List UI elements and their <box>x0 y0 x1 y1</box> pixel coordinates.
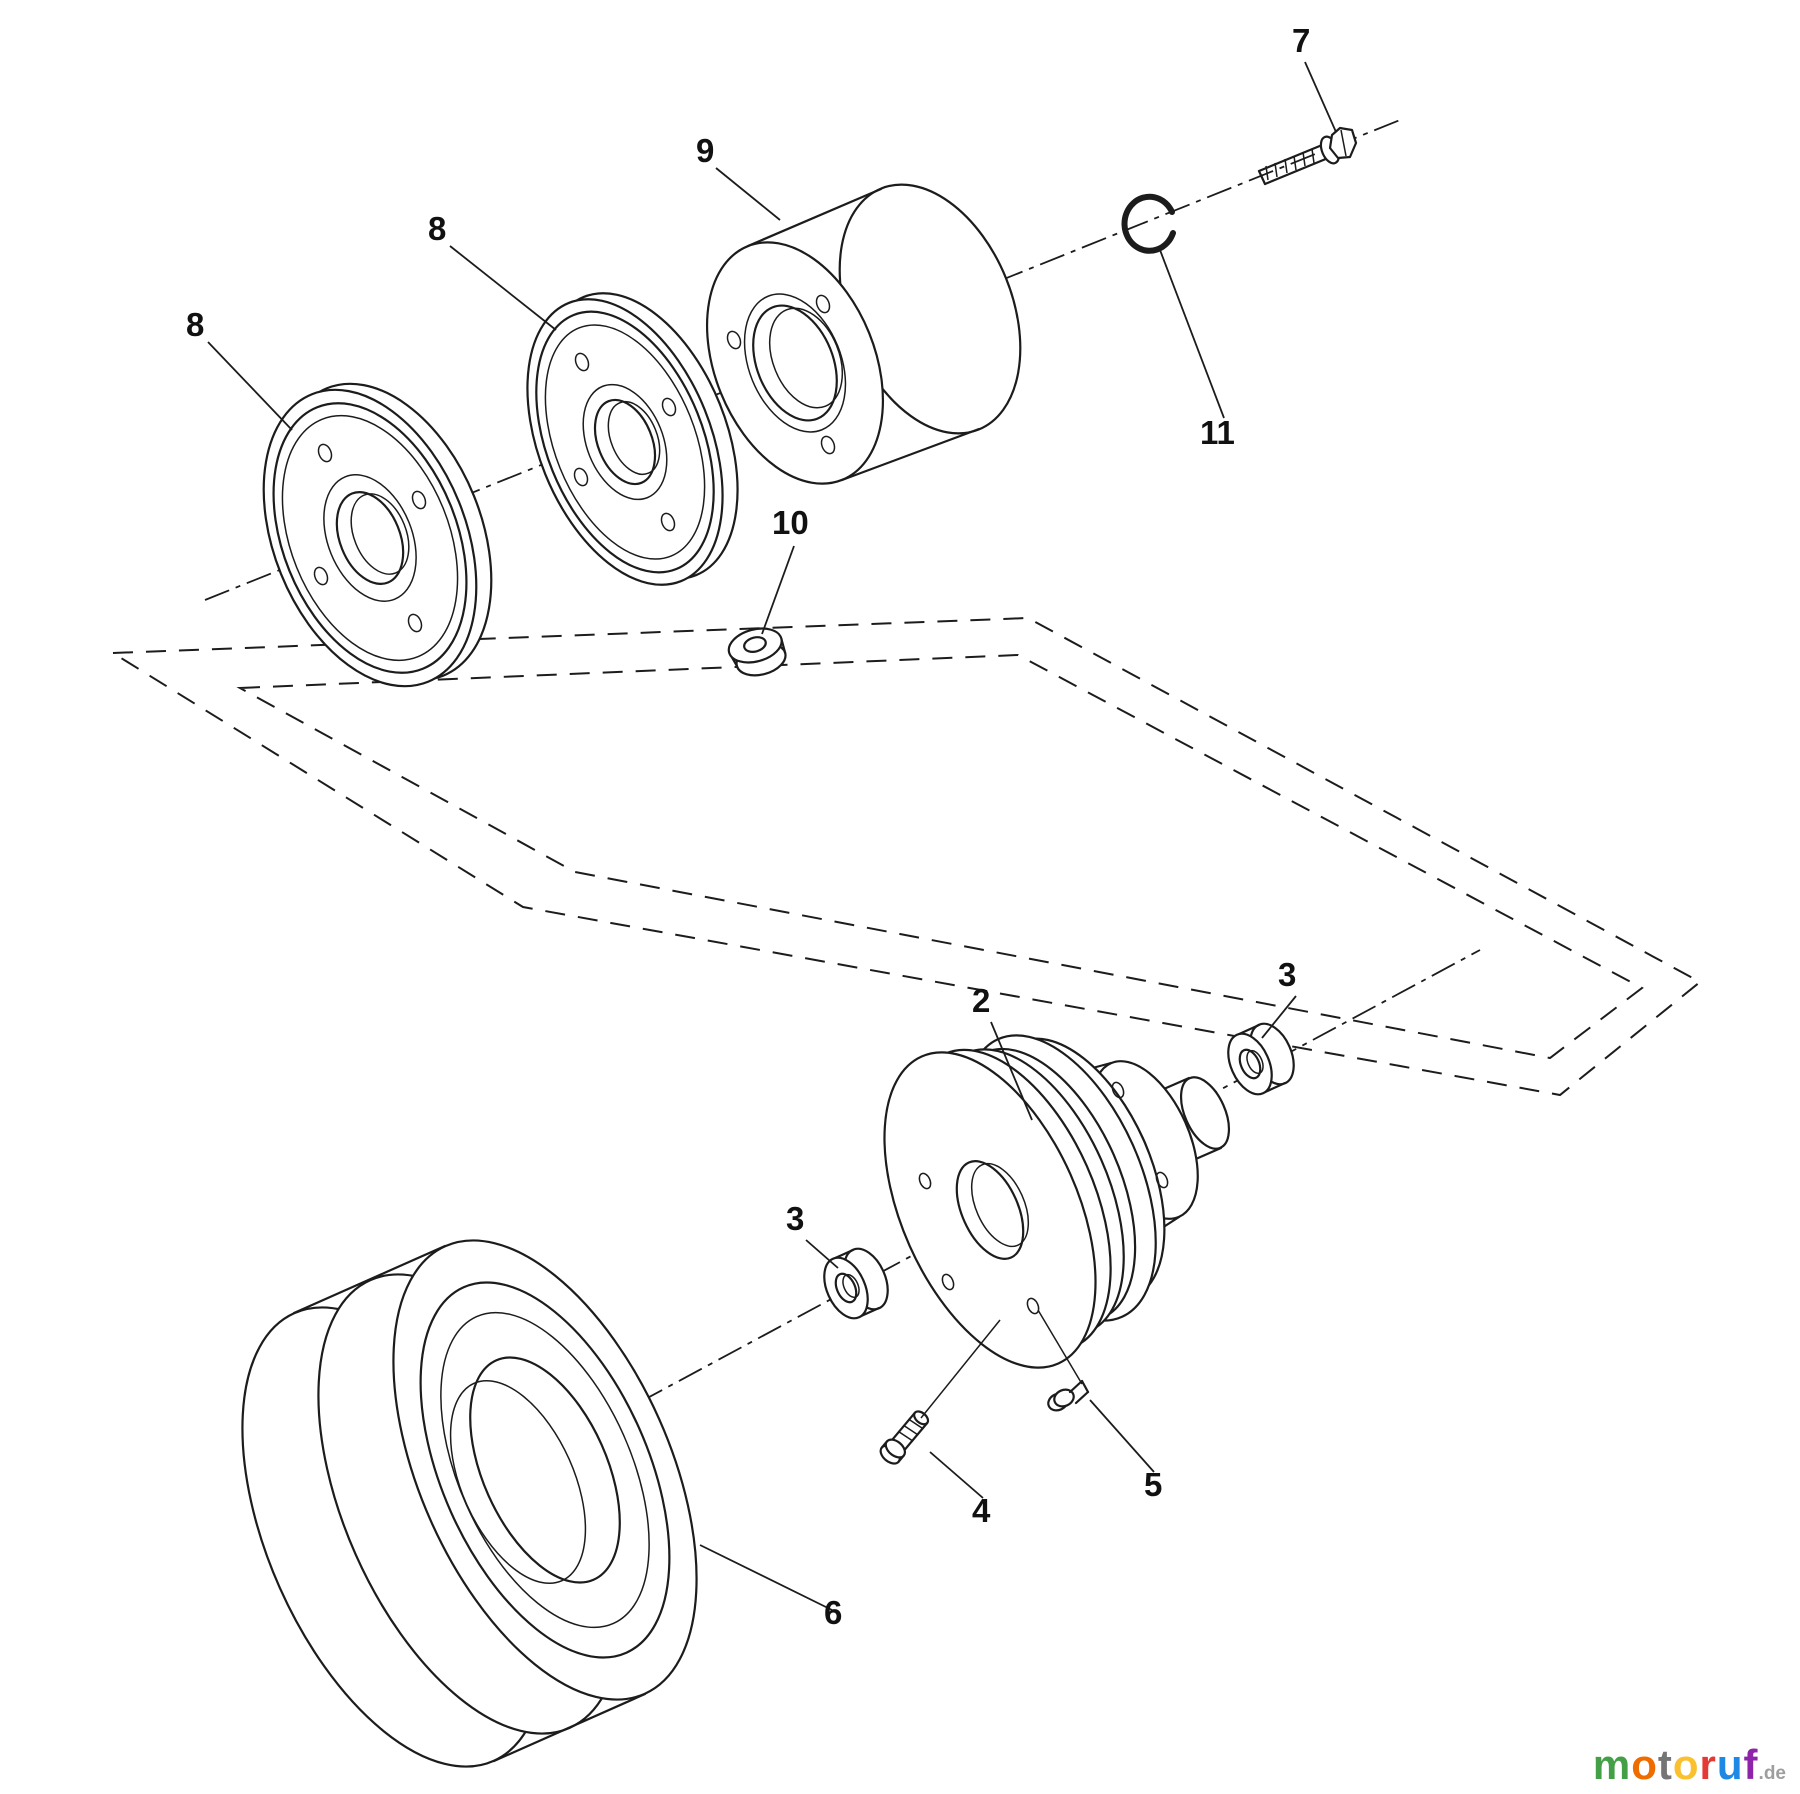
drum-9 <box>705 183 1022 485</box>
callout-8-middle: 8 <box>428 210 447 247</box>
logo-letter-f: f <box>1743 1741 1759 1788</box>
callout-3-right: 3 <box>1278 956 1297 993</box>
callout-7: 7 <box>1292 22 1311 59</box>
tire-6 <box>241 1239 698 1768</box>
pulley-8-middle <box>526 292 739 586</box>
bushing-10 <box>727 627 787 677</box>
logo-suffix: .de <box>1758 1763 1786 1784</box>
bolt-7 <box>1257 126 1358 186</box>
callout-5: 5 <box>1144 1466 1163 1503</box>
callout-6: 6 <box>824 1594 843 1631</box>
screw-5 <box>1047 1379 1090 1412</box>
callout-9: 9 <box>696 132 715 169</box>
hub-pulley-2 <box>883 1034 1231 1369</box>
callout-2: 2 <box>972 982 991 1019</box>
leader-lines <box>207 61 1337 1611</box>
motoruf-logo[interactable]: motoruf.de <box>1593 1744 1786 1786</box>
callout-4: 4 <box>972 1492 991 1529</box>
logo-letter-t: t <box>1657 1741 1673 1788</box>
logo-letter-o1: o <box>1631 1741 1658 1788</box>
wheel-axis-line <box>559 949 1481 1446</box>
locator-lines <box>920 1309 1083 1419</box>
belt-outline-dashed <box>109 616 1702 1097</box>
callout-3-left: 3 <box>786 1200 805 1237</box>
callout-8-left: 8 <box>186 306 205 343</box>
flange-nut-3-left <box>823 1247 889 1320</box>
pulley-8-left <box>262 382 493 688</box>
e-ring-11 <box>1121 193 1176 254</box>
callout-11: 11 <box>1200 414 1235 451</box>
callout-10: 10 <box>772 504 809 541</box>
flange-nut-3-right <box>1227 1022 1295 1096</box>
valve-stem-4 <box>879 1410 930 1465</box>
logo-letter-u: u <box>1716 1741 1744 1788</box>
logo-letter-o2: o <box>1672 1741 1700 1788</box>
logo-letter-r: r <box>1699 1741 1717 1788</box>
logo-letter-m: m <box>1592 1741 1632 1788</box>
